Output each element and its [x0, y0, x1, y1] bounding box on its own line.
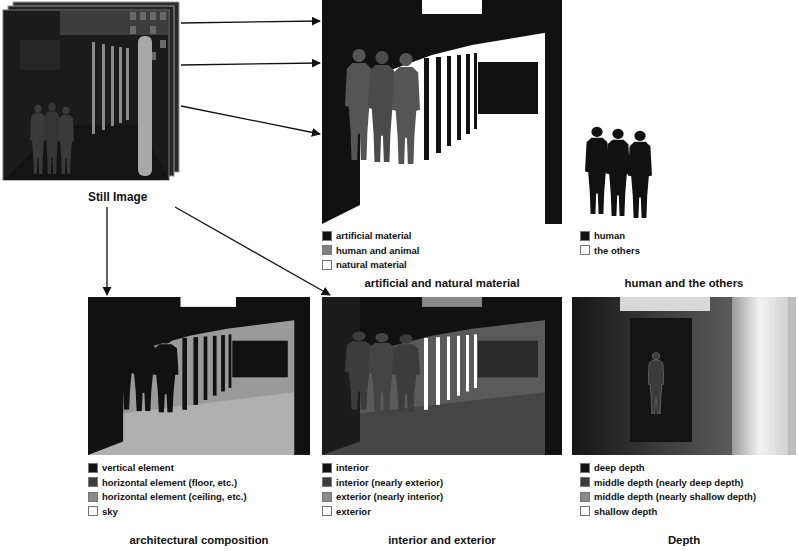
panel-caption: Depth — [572, 534, 796, 549]
legend-entry: sky — [88, 505, 118, 518]
legend-entry: interior (nearly exterior) — [322, 476, 443, 489]
flow-arrow — [181, 106, 320, 134]
legend-entry: human — [580, 229, 625, 242]
legend-text: horizontal element (ceiling, etc.) — [102, 491, 247, 502]
legend-swatch — [580, 506, 590, 516]
still-photo — [3, 2, 179, 180]
legend-text: human — [594, 230, 625, 241]
legend-entry: deep depth — [580, 461, 645, 474]
legend-text: exterior (nearly interior) — [336, 491, 443, 502]
legend-swatch — [580, 477, 590, 487]
legend-swatch — [88, 463, 98, 473]
legend-text: deep depth — [594, 462, 645, 473]
legend-swatch — [322, 477, 332, 487]
panel-caption: architectural composition — [88, 534, 310, 549]
legend-entry: interior — [322, 461, 369, 474]
legend-entry: human and animal — [322, 244, 419, 257]
flow-arrow — [181, 63, 320, 65]
legend-swatch — [580, 492, 590, 502]
legend-entry: natural material — [322, 258, 407, 271]
legend-entry: horizontal element (floor, etc.) — [88, 476, 237, 489]
legend-text: the others — [594, 245, 640, 256]
legend-text: vertical element — [102, 462, 174, 473]
flow-arrow — [106, 207, 107, 295]
legend-text: middle depth (nearly shallow depth) — [594, 491, 756, 502]
panel-caption: human and the others — [572, 277, 796, 292]
legend-entry: middle depth (nearly shallow depth) — [580, 490, 756, 503]
legend-entry: vertical element — [88, 461, 174, 474]
legend-text: natural material — [336, 259, 407, 270]
legend-text: artificial material — [336, 230, 412, 241]
image-label-box: Still Image — [3, 2, 181, 207]
interior-panel — [322, 297, 562, 455]
flow-arrow — [175, 207, 330, 295]
human-panel — [572, 0, 796, 224]
legend-swatch — [322, 463, 332, 473]
legend-entry: shallow depth — [580, 505, 657, 518]
legend-entry: exterior — [322, 505, 371, 518]
legend-text: horizontal element (floor, etc.) — [102, 477, 237, 488]
legend-text: interior — [336, 462, 369, 473]
legend-swatch — [580, 245, 590, 255]
legend-text: sky — [102, 506, 118, 517]
legend-text: human and animal — [336, 245, 419, 256]
legend-text: middle depth (nearly deep depth) — [594, 477, 743, 488]
legend-entry: middle depth (nearly deep depth) — [580, 476, 743, 489]
legend-swatch — [322, 506, 332, 516]
legend-text: interior (nearly exterior) — [336, 477, 443, 488]
legend-swatch — [88, 477, 98, 487]
legend-swatch — [322, 260, 332, 270]
panel-caption: artificial and natural material — [322, 277, 562, 292]
legend-swatch — [322, 492, 332, 502]
legend-swatch — [88, 506, 98, 516]
legend-entry: artificial material — [322, 229, 412, 242]
legend-entry: horizontal element (ceiling, etc.) — [88, 490, 247, 503]
legend-text: exterior — [336, 506, 371, 517]
legend-swatch — [580, 463, 590, 473]
panel-caption: Still Image — [3, 191, 181, 207]
legend-swatch — [88, 492, 98, 502]
architecture-panel — [88, 297, 310, 455]
depth-panel — [572, 297, 796, 455]
legend-text: shallow depth — [594, 506, 657, 517]
legend-entry: the others — [580, 244, 640, 257]
legend-swatch — [322, 245, 332, 255]
result-panel: architectural composition — [88, 297, 310, 549]
legend-swatch — [322, 231, 332, 241]
flow-arrow — [181, 21, 320, 23]
panel-caption: interior and exterior — [322, 534, 562, 549]
legend-entry: exterior (nearly interior) — [322, 490, 443, 503]
legend-swatch — [580, 231, 590, 241]
material-panel — [322, 0, 562, 224]
